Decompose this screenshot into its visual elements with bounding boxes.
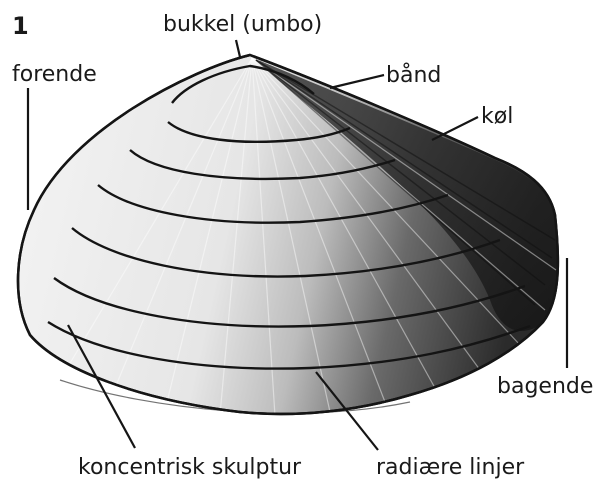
label-keel: køl — [481, 106, 513, 128]
shell — [18, 55, 558, 416]
umbo-leader — [236, 40, 240, 57]
label-ligament: bånd — [386, 65, 441, 87]
ligament-leader — [330, 75, 384, 88]
label-concentric: koncentrisk skulptur — [78, 457, 301, 479]
label-radial: radiære linjer — [376, 457, 524, 479]
keel-leader — [432, 117, 478, 140]
label-front: forende — [12, 64, 97, 86]
figure-number: 1 — [12, 14, 29, 38]
label-umbo: bukkel (umbo) — [163, 14, 322, 36]
label-back: bagende — [497, 376, 593, 398]
